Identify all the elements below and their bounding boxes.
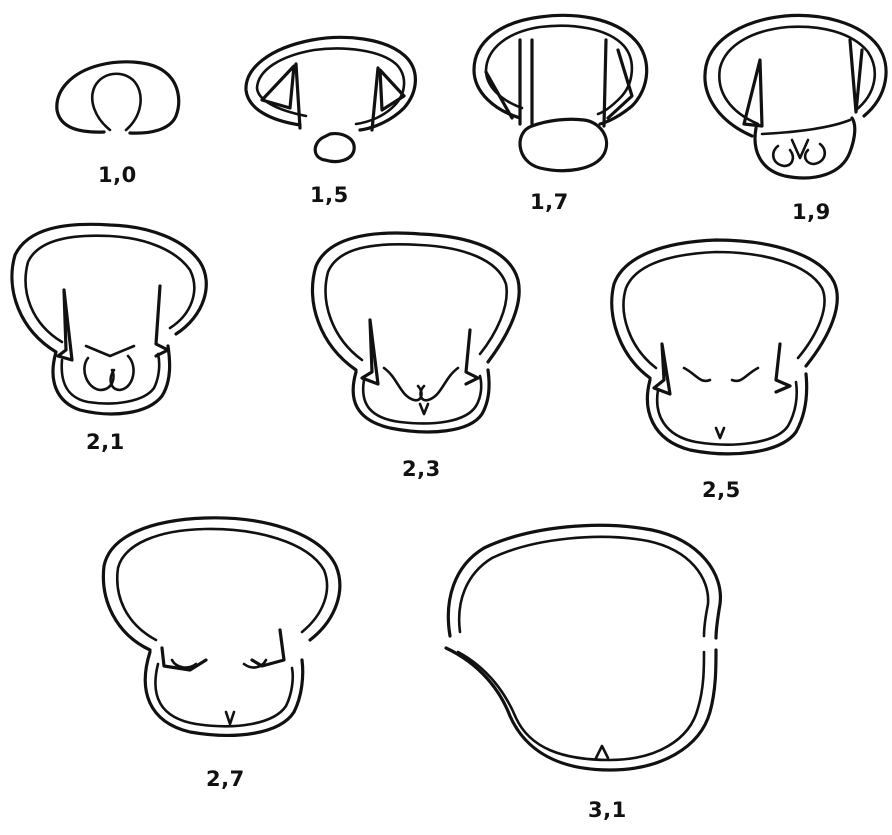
stage-label-1-9: 1,9	[792, 200, 831, 224]
stage-label-2-7: 2,7	[206, 767, 245, 791]
stage-label-2-3: 2,3	[402, 457, 441, 481]
outline-stage-1-7	[474, 15, 647, 170]
outline-stage-1-0	[57, 62, 179, 133]
outline-stage-2-1	[12, 224, 206, 414]
outline-stage-1-9	[705, 15, 886, 177]
stage-label-2-1: 2,1	[86, 430, 125, 454]
stage-label-1-0: 1,0	[98, 163, 137, 187]
stage-label-2-5: 2,5	[702, 478, 741, 502]
stage-label-1-7: 1,7	[530, 190, 569, 214]
stage-label-3-1: 3,1	[588, 798, 627, 822]
outline-stage-2-5	[612, 240, 837, 454]
outline-stage-2-7	[103, 518, 339, 736]
outline-stage-1-5	[246, 37, 415, 161]
stage-label-1-5: 1,5	[310, 183, 349, 207]
outline-stage-3-1	[446, 525, 720, 770]
outline-stage-2-3	[312, 233, 519, 432]
